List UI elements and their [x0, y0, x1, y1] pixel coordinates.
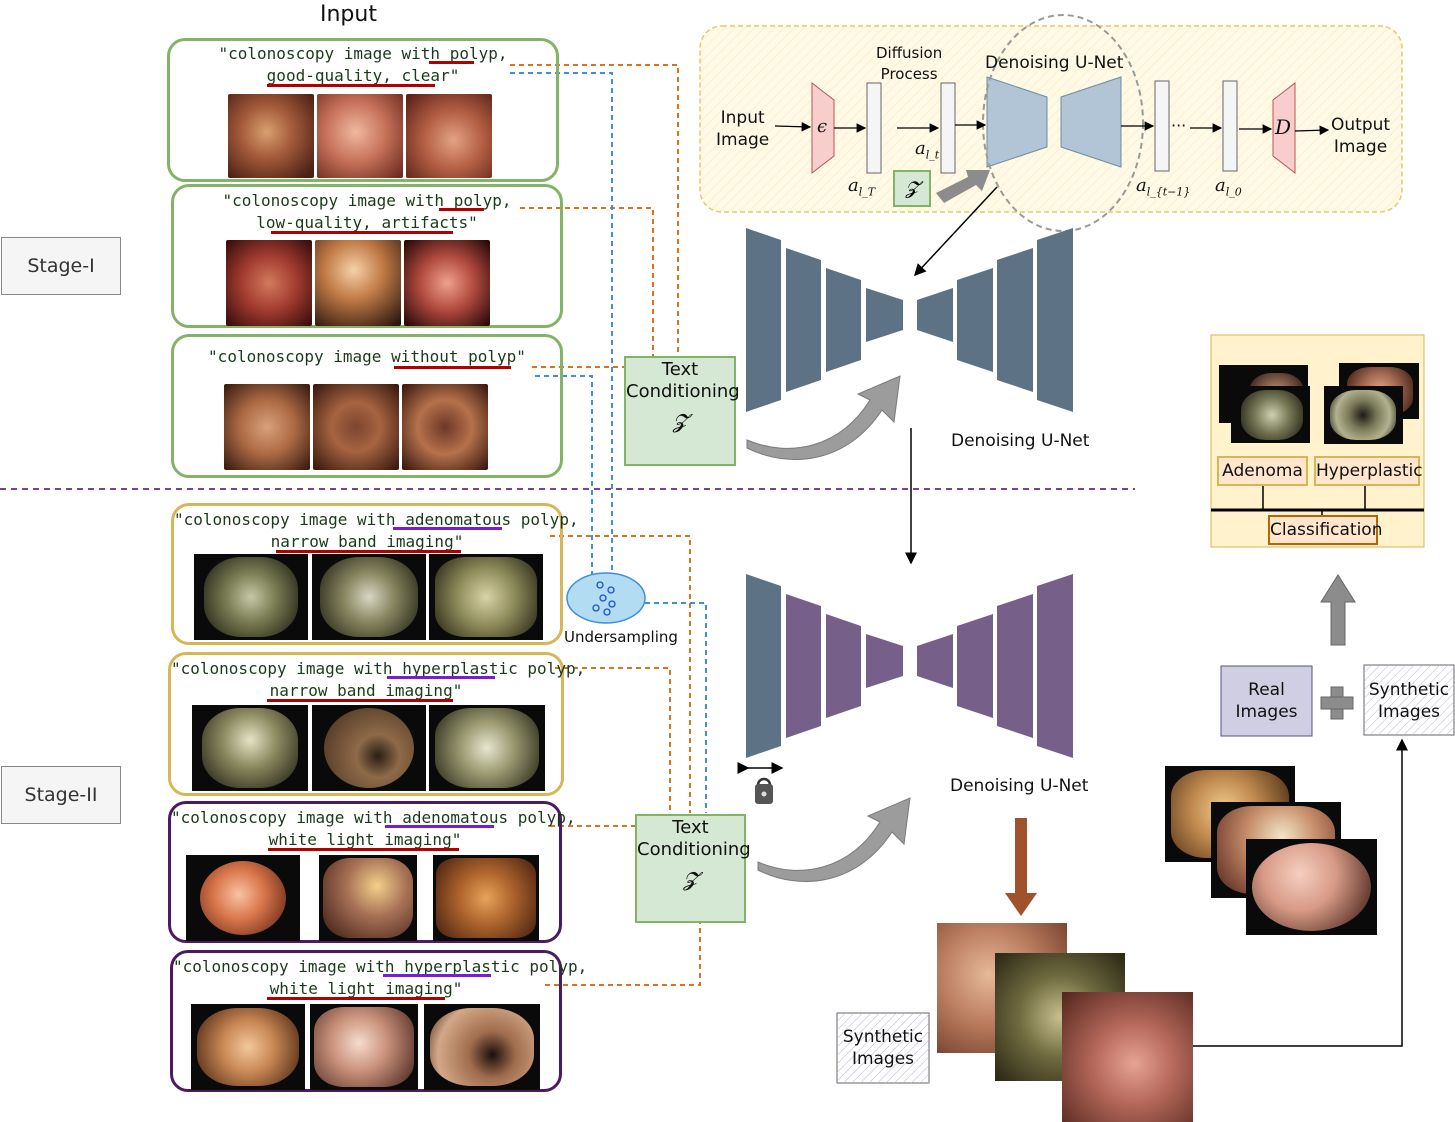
thumb-hyperplastic-wli-3	[424, 1004, 540, 1090]
prompt-line2: narrow band imaging"	[269, 681, 463, 700]
prompt-panel-no-polyp: "colonoscopy image without polyp"	[171, 334, 563, 478]
curved-arrow-stage1	[746, 375, 901, 460]
hyperplastic-label: Hyperplastic	[1314, 456, 1423, 486]
thumb-adenoma-wli-2	[319, 855, 417, 941]
prompt-line1: "colonoscopy image with adenomatous poly…	[174, 510, 579, 529]
orange-connectors	[510, 64, 701, 986]
plus-icon	[1320, 686, 1354, 720]
ellipsis-label: ···	[1171, 116, 1187, 135]
mini-unet-decoder	[1060, 76, 1122, 168]
unet-label-stage2: Denoising U-Net	[950, 776, 1089, 796]
curved-arrow-stage2	[757, 797, 911, 882]
thumb-hyperplastic-nbi-1	[192, 705, 308, 791]
prompt-panel-low-quality: "colonoscopy image with polyp, low-quali…	[171, 184, 563, 328]
prompt-panel-hyperplastic-wli: "colonoscopy image with hyperplastic pol…	[170, 950, 588, 1092]
unet-stage2	[746, 574, 1073, 758]
prompt-line1: "colonoscopy image without polyp"	[208, 347, 526, 366]
prompt-line2: low-quality, artifacts"	[256, 213, 478, 232]
thumb-polyp-artifact-1	[226, 240, 312, 326]
thumb-hyperplastic-nbi-3	[429, 705, 545, 791]
prompt-line1: "colonoscopy image with hyperplastic pol…	[173, 957, 588, 976]
z-to-unet-arrow	[936, 170, 990, 203]
thumb-polyp-clear-3	[406, 94, 492, 178]
frozen-layer-marker	[737, 762, 784, 804]
prompt-panel-good-quality: "colonoscopy image with polyp, good-qual…	[167, 38, 559, 182]
epsilon-label: ϵ	[817, 116, 828, 137]
classification-label: Classification	[1268, 515, 1382, 545]
thumb-adenoma-wli-1	[186, 855, 300, 941]
latent-a-lt: al_t	[915, 138, 940, 162]
thumb-adenoma-nbi-3	[429, 554, 543, 640]
cond-z-symbol: 𝓩	[683, 867, 698, 891]
thumb-adenoma-wli-3	[433, 855, 539, 941]
blue-connectors	[510, 72, 707, 813]
thumb-hyperplastic-nbi-2	[312, 705, 426, 791]
prompt-line2: white light imaging"	[269, 979, 463, 998]
real-image-3	[1246, 839, 1377, 935]
undersampling-label: Undersampling	[564, 628, 678, 646]
latent-bar-a0	[1222, 80, 1238, 172]
latent-bar-aT	[866, 82, 882, 174]
prompt-line2: white light imaging"	[268, 830, 462, 849]
to-classifier-arrow	[1320, 574, 1356, 646]
synthetic-image-3	[1062, 992, 1193, 1122]
prompt-line2: narrow band imaging"	[270, 532, 464, 551]
latent-bar-at	[940, 82, 956, 174]
mini-unet-encoder	[986, 76, 1048, 168]
cond-line1: Text	[672, 817, 709, 838]
thumb-adenoma-nbi-2	[312, 554, 426, 640]
prompt-line1: "colonoscopy image with hyperplastic pol…	[171, 659, 586, 678]
prompt-panel-adenomatous-wli: "colonoscopy image with adenomatous poly…	[168, 801, 576, 943]
prompt-line1: "colonoscopy image with adenomatous poly…	[171, 808, 576, 827]
cond-line2: Conditioning	[626, 381, 740, 402]
latent-a-lT: al_T	[848, 175, 876, 199]
text-conditioning-stage2: Text Conditioning 𝓩	[635, 814, 751, 923]
thumb-polyp-artifact-3	[404, 240, 490, 326]
thumb-no-polyp-1	[224, 384, 310, 470]
unet-stage1	[746, 228, 1073, 412]
adenoma-label: Adenoma	[1217, 456, 1308, 486]
prompt-panel-hyperplastic-nbi: "colonoscopy image with hyperplastic pol…	[168, 652, 586, 796]
thumb-polyp-clear-1	[228, 94, 314, 178]
stage2-label: Stage-II	[1, 766, 121, 824]
latent-bar-at1	[1154, 80, 1170, 172]
unet-highlight-circle	[982, 14, 1144, 232]
real-images-box	[1220, 665, 1313, 737]
class-adenoma-image-front	[1231, 386, 1310, 443]
z-box: 𝓩	[893, 170, 931, 207]
cond-line1: Text	[661, 359, 699, 380]
thumb-no-polyp-3	[402, 384, 488, 470]
decoder-shape	[1272, 81, 1296, 175]
unet-label-stage1: Denoising U-Net	[951, 431, 1090, 451]
thumb-polyp-artifact-2	[315, 240, 401, 326]
latent-a-lt1: al_{t−1}	[1136, 175, 1191, 199]
prompt-panel-adenomatous-nbi: "colonoscopy image with adenomatous poly…	[171, 503, 579, 645]
prompt-line1: "colonoscopy image with polyp,	[222, 191, 512, 210]
class-hyperplastic-image-front	[1324, 386, 1403, 444]
thumb-polyp-clear-2	[317, 94, 403, 178]
generate-arrow	[1005, 818, 1037, 916]
stage1-label: Stage-I	[1, 237, 121, 295]
thumb-adenoma-nbi-1	[194, 554, 308, 640]
text-conditioning-stage1: Text Conditioning 𝓩	[624, 356, 740, 466]
cond-line2: Conditioning	[637, 839, 751, 860]
mini-unet-title: Denoising U-Net	[985, 53, 1124, 73]
encoder-shape	[811, 81, 835, 175]
latent-a-l0: al_0	[1215, 175, 1242, 199]
thumb-hyperplastic-wli-1	[191, 1004, 305, 1090]
cond-z-symbol: 𝓩	[672, 409, 688, 433]
input-title: Input	[320, 2, 377, 27]
prompt-line2: good-quality, clear"	[266, 66, 460, 85]
thumb-no-polyp-2	[313, 384, 399, 470]
prompt-line1: "colonoscopy image with polyp,	[218, 44, 508, 63]
decoder-label: D	[1275, 115, 1292, 139]
thumb-hyperplastic-wli-2	[310, 1004, 418, 1090]
